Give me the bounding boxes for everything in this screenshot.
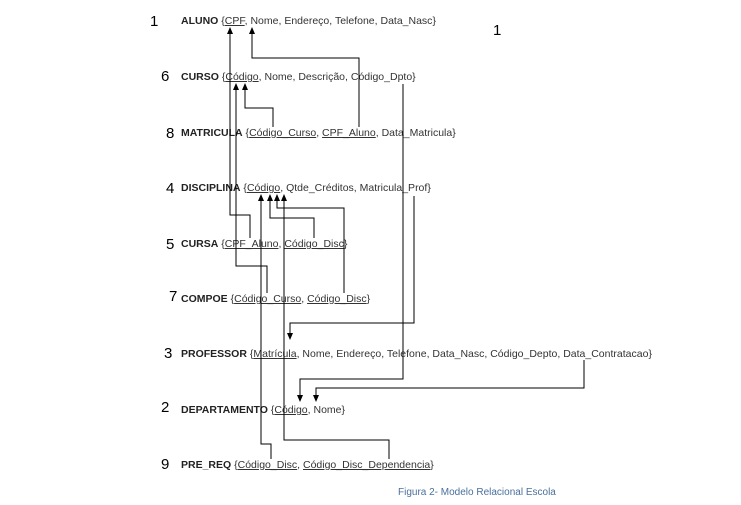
connector-professor-depto-to-departamento [315, 360, 585, 399]
relation-professor: PROFESSOR {Matrícula, Nome, Endereço, Te… [181, 348, 652, 360]
relation-number-curso: 6 [161, 68, 170, 85]
attribute: Telefone [334, 15, 375, 27]
attribute: Nome [313, 404, 342, 416]
relation-name: CURSO [181, 71, 219, 83]
arrowhead-curso-codigo-2 [233, 83, 239, 90]
attribute: Data_Matricula [381, 127, 453, 139]
key-attribute: Código [246, 182, 281, 194]
attribute: Data_Contratacao [563, 348, 649, 360]
relation-aluno: ALUNO {CPF, Nome, Endereço, Telefone, Da… [181, 15, 436, 27]
figure-caption: Figura 2- Modelo Relacional Escola [398, 487, 556, 498]
key-attribute: CPF [224, 15, 245, 27]
key-attribute: Código_Disc [307, 293, 367, 305]
relation-name: PRE_REQ [181, 459, 232, 471]
attribute: Qtde_Créditos [286, 182, 354, 194]
connector-cursa-disc-to-disciplina [269, 197, 315, 238]
key-attribute: Código [274, 404, 308, 416]
relation-name: MATRICULA [181, 127, 243, 139]
relation-number-pre-req: 9 [161, 456, 170, 473]
attribute: Endereço [284, 15, 330, 27]
relation-number-departamento: 2 [161, 399, 170, 416]
attribute: Endereço [336, 348, 382, 360]
attribute: Telefone [386, 348, 427, 360]
attribute: Nome [250, 15, 279, 27]
relation-number-professor: 3 [164, 345, 173, 362]
key-attribute: Código [225, 71, 259, 83]
key-attribute: Código_Disc_Dependencia [303, 459, 431, 471]
relation-number-compoe: 7 [169, 288, 178, 305]
attribute: Descrição [298, 71, 346, 83]
connector-curso-dpto-to-departamento [299, 84, 404, 399]
key-attribute: CPF_Aluno [322, 127, 376, 139]
relation-curso: CURSO {Código, Nome, Descrição, Código_D… [181, 71, 416, 83]
aluno-annotation-number: 1 [493, 22, 502, 39]
relation-departamento: DEPARTAMENTO {Código, Nome} [181, 404, 346, 416]
relation-number-matricula: 8 [166, 125, 175, 142]
relation-compoe: COMPOE {Código_Curso, Código_Disc} [181, 293, 371, 305]
attribute: Data_Nasc [432, 348, 485, 360]
attribute: Código_Depto [490, 348, 558, 360]
connector-prereq-disc-to-disciplina [260, 197, 272, 459]
arrowhead-disciplina-4 [281, 194, 287, 201]
relation-name: ALUNO [181, 15, 219, 27]
arrowhead-departamento-1 [297, 395, 303, 402]
arrowhead-disciplina-2 [274, 194, 280, 201]
key-attribute: CPF_Aluno [224, 238, 279, 250]
attribute: Data_Nasc [380, 15, 433, 27]
relation-name: COMPOE [181, 293, 228, 305]
relation-name: DEPARTAMENTO [181, 404, 268, 416]
relation-number-cursa: 5 [166, 236, 175, 253]
connector-disciplina-prof-to-professor [289, 196, 415, 337]
arrowhead-curso-codigo [242, 83, 248, 90]
relation-cursa: CURSA {CPF_Aluno, Código_Disc} [181, 238, 348, 250]
key-attribute: Código_Curso [249, 127, 317, 139]
arrowhead-disciplina-1 [267, 194, 273, 201]
relation-number-disciplina: 4 [166, 180, 175, 197]
connector-prereq-dependencia-to-disciplina [283, 197, 390, 459]
relation-number-aluno: 1 [150, 13, 159, 30]
arrowhead-disciplina-3 [258, 194, 264, 201]
relation-pre-req: PRE_REQ {Código_Disc, Código_Disc_Depend… [181, 459, 434, 471]
connector-compoe-disc-to-disciplina [276, 197, 345, 293]
attribute: Nome [302, 348, 331, 360]
connector-compoe-curso-to-curso [235, 86, 268, 293]
attribute: Matricula_Prof [359, 182, 428, 194]
relation-name: DISCIPLINA [181, 182, 241, 194]
connector-matricula-curso-to-curso [244, 86, 274, 127]
attribute: Nome [264, 71, 293, 83]
relation-matricula: MATRICULA {Código_Curso, CPF_Aluno, Data… [181, 127, 456, 139]
arrowhead-aluno-cpf-2 [227, 27, 233, 34]
key-attribute: Matrícula [253, 348, 297, 360]
key-attribute: Código_Disc [237, 459, 298, 471]
relation-name: PROFESSOR [181, 348, 247, 360]
relation-disciplina: DISCIPLINA {Código, Qtde_Créditos, Matri… [181, 182, 431, 194]
connector-matricula-cpf-to-aluno [251, 30, 360, 127]
connector-cursa-cpf-to-aluno [229, 30, 251, 238]
relation-name: CURSA [181, 238, 219, 250]
attribute: Código_Dpto [350, 71, 413, 83]
arrowhead-departamento-2 [313, 395, 319, 402]
arrowhead-aluno-cpf [249, 27, 255, 34]
arrowhead-professor [287, 333, 293, 340]
key-attribute: Código_Disc [284, 238, 344, 250]
